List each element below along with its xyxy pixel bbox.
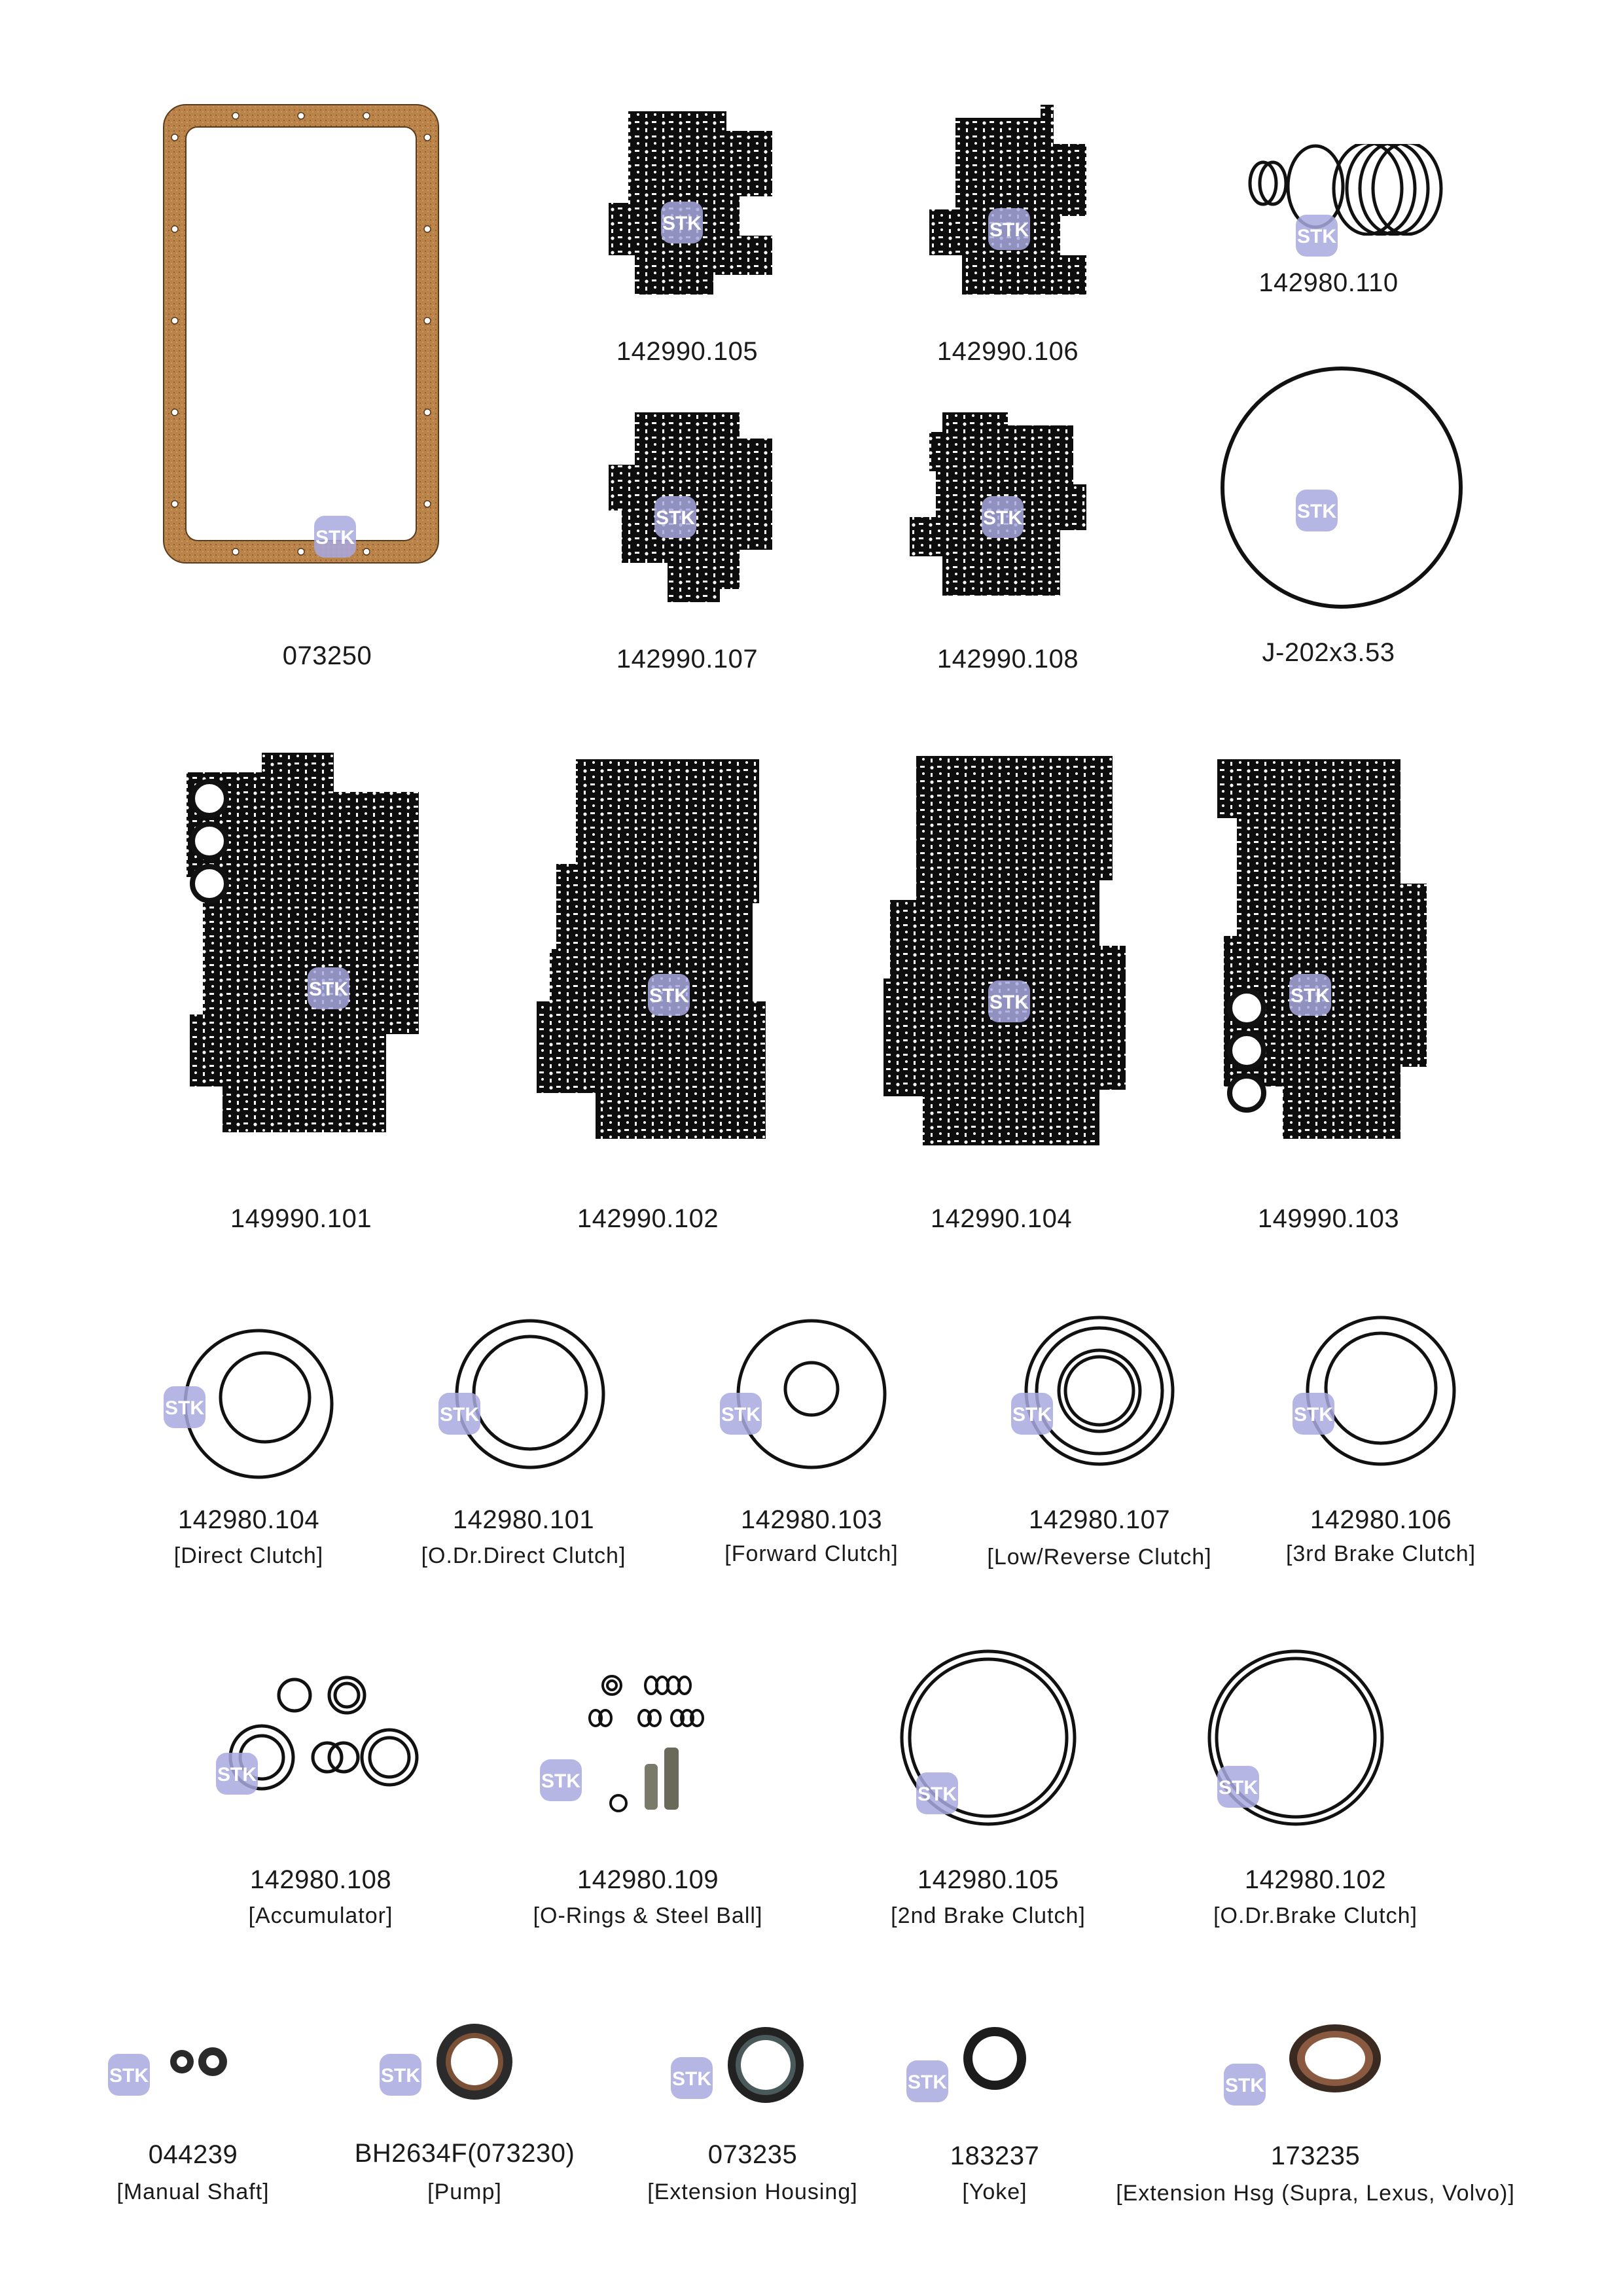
part-code: 142980.108 [249, 1865, 392, 1894]
part-description: [3rd Brake Clutch] [1285, 1541, 1476, 1566]
clutch-seal-image [452, 1316, 609, 1473]
part-code: J-202x3.53 [1262, 638, 1395, 667]
clutch-seal-image [733, 1316, 890, 1473]
part-description: [Extension Hsg (Supra, Lexus, Volvo)] [1116, 2181, 1515, 2206]
part-code: 142990.105 [616, 337, 758, 366]
seal-rings-image [1243, 144, 1466, 236]
part-description: [Accumulator] [248, 1903, 393, 1928]
part-code: 142990.106 [936, 337, 1079, 366]
separator-plate-gasket-image [1211, 753, 1446, 1152]
part-description: [Direct Clutch] [173, 1543, 324, 1568]
part-description: [Extension Housing] [647, 2179, 858, 2204]
clutch-seal-image [1021, 1312, 1178, 1469]
valve-gasket-image [910, 406, 1086, 602]
part-description: [Yoke] [962, 2179, 1027, 2204]
part-code: 142990.107 [616, 645, 758, 673]
separator-plate-gasket-image [530, 753, 779, 1152]
o-ring-image [1217, 363, 1466, 612]
part-code: 142990.108 [936, 645, 1079, 673]
part-code: 142990.102 [577, 1204, 719, 1233]
part-description: [Low/Reverse Clutch] [987, 1545, 1212, 1570]
pump-seal-image [432, 2019, 517, 2104]
valve-gasket-image [609, 406, 779, 602]
part-code: BH2634F(073230) [354, 2139, 575, 2168]
separator-plate-gasket-image [877, 749, 1126, 1155]
part-code: 142980.102 [1244, 1865, 1387, 1894]
part-code: 044239 [148, 2140, 238, 2169]
part-code: 142980.103 [740, 1505, 883, 1534]
pan-gasket-image [157, 98, 445, 569]
clutch-seal-image [180, 1325, 337, 1482]
extension-hsg-seal-image [1286, 2019, 1384, 2098]
part-description: [Pump] [427, 2179, 502, 2204]
part-description: [Manual Shaft] [116, 2179, 270, 2204]
part-code: 142980.106 [1310, 1505, 1452, 1534]
part-code: 142980.101 [452, 1505, 595, 1534]
separator-plate-gasket-image [183, 746, 425, 1139]
part-code: 149990.101 [230, 1204, 372, 1233]
part-description: [O.Dr.Brake Clutch] [1213, 1903, 1418, 1928]
part-code: 142980.104 [177, 1505, 320, 1534]
accumulator-seals-image [223, 1676, 425, 1793]
clutch-seal-image [1302, 1312, 1459, 1469]
clutch-seal-image [1204, 1646, 1387, 1829]
part-description: [O.Dr.Direct Clutch] [421, 1543, 626, 1568]
valve-gasket-image [929, 105, 1093, 301]
part-code: 173235 [1270, 2142, 1361, 2170]
part-code: 142990.104 [930, 1204, 1073, 1233]
part-description: [2nd Brake Clutch] [891, 1903, 1086, 1928]
part-code: 142980.109 [577, 1865, 719, 1894]
part-code: 073250 [282, 641, 372, 670]
valve-gasket-image [609, 105, 779, 301]
part-code: 073235 [707, 2140, 798, 2169]
part-description: [O-Rings & Steel Ball] [533, 1903, 763, 1928]
part-code: 183237 [950, 2142, 1040, 2170]
extension-housing-seal-image [723, 2022, 808, 2108]
part-code: 142980.105 [917, 1865, 1060, 1894]
part-code: 142980.107 [1028, 1505, 1171, 1534]
part-description: [Forward Clutch] [724, 1541, 899, 1566]
part-code: 149990.103 [1257, 1204, 1400, 1233]
yoke-seal-image [959, 2022, 1031, 2094]
oil-seal-image [164, 2042, 236, 2081]
o-rings-and-steel-ball-image [582, 1672, 753, 1816]
clutch-seal-image [897, 1646, 1080, 1829]
part-code: 142980.110 [1258, 268, 1399, 297]
